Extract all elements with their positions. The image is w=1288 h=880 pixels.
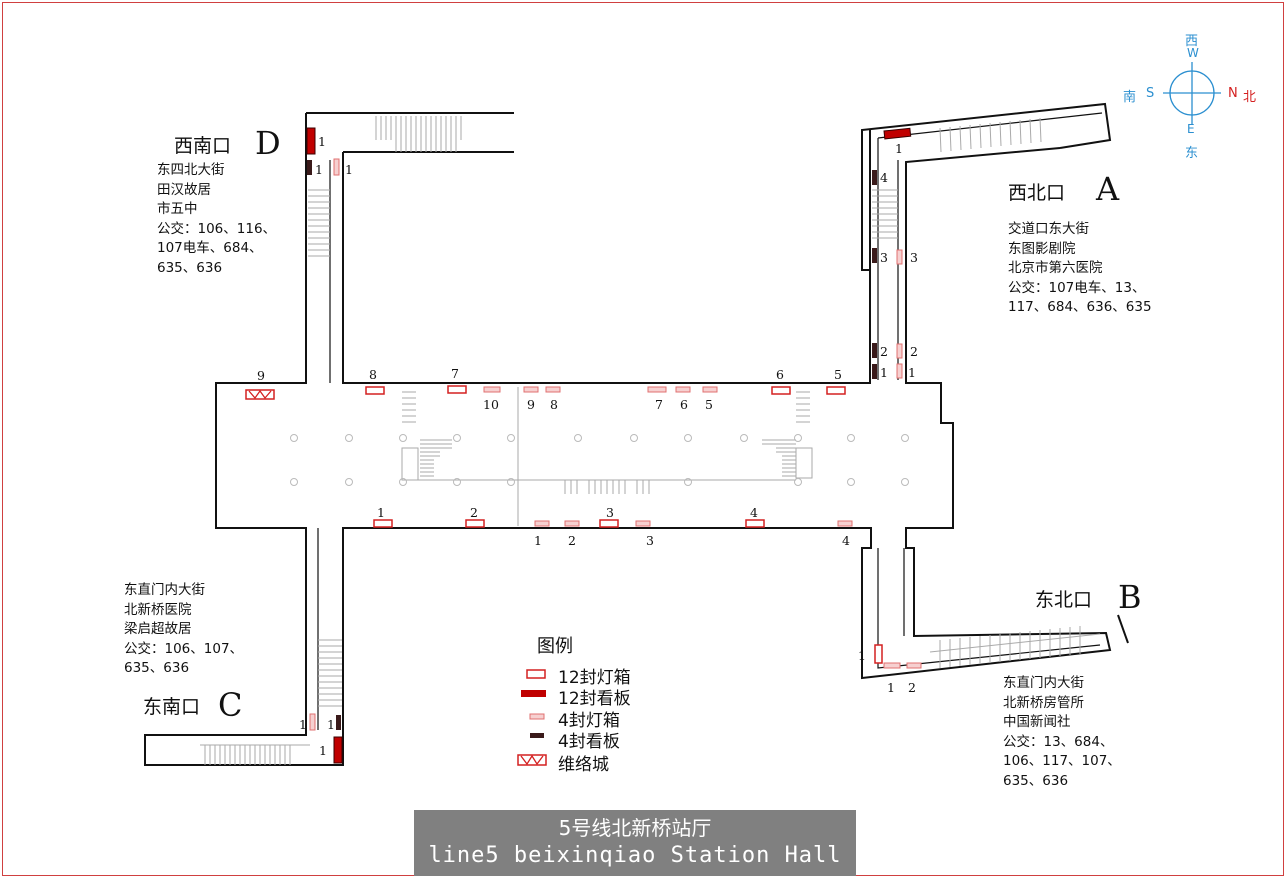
marker-label: 1 xyxy=(345,162,353,177)
stairs-d-top xyxy=(375,116,462,152)
compass-south: S xyxy=(1146,86,1155,101)
legend-vlc: 维络城 xyxy=(558,755,609,775)
marker-label: 4 xyxy=(750,505,758,520)
exit-d-name: 西南口 xyxy=(174,135,232,157)
marker-label: 1 xyxy=(315,162,323,177)
marker-label: 1 xyxy=(534,533,542,548)
marker-label: 1 xyxy=(858,648,866,663)
legend-title: 图例 xyxy=(537,636,573,657)
exit-c-name: 东南口 xyxy=(143,696,201,718)
vlc-marker xyxy=(245,389,275,400)
marker-label: 9 xyxy=(257,368,265,383)
exit-b-letter: B xyxy=(1118,578,1142,616)
legend-symbols xyxy=(517,669,547,766)
marker-label: 1 xyxy=(895,141,903,156)
marker-label: 7 xyxy=(655,397,663,412)
marker-label: 5 xyxy=(705,397,713,412)
marker-label: 3 xyxy=(606,505,614,520)
lightbox12-markers xyxy=(365,385,883,664)
exit-b-name: 东北口 xyxy=(1035,589,1093,611)
marker-label: 2 xyxy=(910,344,918,359)
legend-board4: 4封看板 xyxy=(558,732,620,752)
marker-label: 2 xyxy=(880,344,888,359)
compass-north-cn: 北 xyxy=(1243,90,1257,105)
marker-label: 1 xyxy=(299,717,307,732)
marker-label: 4 xyxy=(842,533,850,548)
stairs-d-side xyxy=(308,189,330,257)
exit-d-info: 东四北大街田汉故居市五中公交：106、116、107电车、684、635、636 xyxy=(157,162,277,276)
marker-label: 6 xyxy=(776,367,784,382)
stairs-a-top xyxy=(939,117,1042,153)
stairs-b xyxy=(929,626,1101,668)
compass-west-cn: 西 xyxy=(1185,34,1199,49)
exit-d-letter: D xyxy=(255,124,281,162)
exit-a-name: 西北口 xyxy=(1008,182,1066,204)
marker-label: 1 xyxy=(327,717,335,732)
exit-a-info: 交道口东大街东图影剧院北京市第六医院公交：107电车、13、117、684、63… xyxy=(1008,221,1152,315)
marker-label: 8 xyxy=(550,397,558,412)
map-title-cn: 5号线北新桥站厅 xyxy=(558,816,712,840)
exit-b-info: 东直门内大街北新桥房管所中国新闻社公交：13、684、106、117、107、6… xyxy=(1003,675,1121,789)
map-title-en: line5 beixinqiao Station Hall xyxy=(428,843,842,868)
columns xyxy=(290,434,909,486)
marker-label: 2 xyxy=(470,505,478,520)
marker-label: 3 xyxy=(646,533,654,548)
legend-lightbox4: 4封灯箱 xyxy=(558,711,620,731)
board4-markers xyxy=(307,160,877,730)
board12-markers xyxy=(306,127,912,764)
stairs-hall-center xyxy=(402,391,810,494)
stairs-c-side xyxy=(318,639,342,707)
compass-north: N xyxy=(1228,86,1238,101)
marker-label: 3 xyxy=(880,250,888,265)
map-title-box: 5号线北新桥站厅 line5 beixinqiao Station Hall xyxy=(414,810,856,876)
marker-label: 6 xyxy=(680,397,688,412)
marker-label: 7 xyxy=(451,366,459,381)
exit-c-letter: C xyxy=(218,686,243,724)
marker-label: 8 xyxy=(369,367,377,382)
marker-label: 5 xyxy=(834,367,842,382)
marker-label: 9 xyxy=(527,397,535,412)
marker-label: 4 xyxy=(880,170,888,185)
exit-a-letter: A xyxy=(1096,170,1120,208)
legend-board12: 12封看板 xyxy=(558,689,631,709)
compass-east: E xyxy=(1187,122,1195,136)
compass-west: W xyxy=(1187,46,1199,60)
legend-lightbox12: 12封灯箱 xyxy=(558,668,631,688)
marker-label: 2 xyxy=(908,680,916,695)
hall-outline xyxy=(144,112,1112,766)
exit-c-info: 东直门内大街北新桥医院梁启超故居公交：106、107、635、636 xyxy=(124,582,244,676)
lightbox4-markers xyxy=(309,158,922,731)
marker-label: 1 xyxy=(377,505,385,520)
stairs-a-side xyxy=(872,189,898,239)
marker-label: 10 xyxy=(483,397,499,412)
marker-label: 1 xyxy=(318,134,326,149)
compass-rose xyxy=(1163,62,1221,124)
marker-label: 1 xyxy=(887,680,895,695)
marker-label: 3 xyxy=(910,250,918,265)
marker-label: 1 xyxy=(880,365,888,380)
marker-label: 1 xyxy=(319,743,327,758)
compass-east-cn: 东 xyxy=(1185,146,1199,161)
marker-label: 2 xyxy=(568,533,576,548)
marker-label: 1 xyxy=(908,365,916,380)
stairs-c-bottom xyxy=(200,744,310,765)
compass-south-cn: 南 xyxy=(1123,90,1137,105)
